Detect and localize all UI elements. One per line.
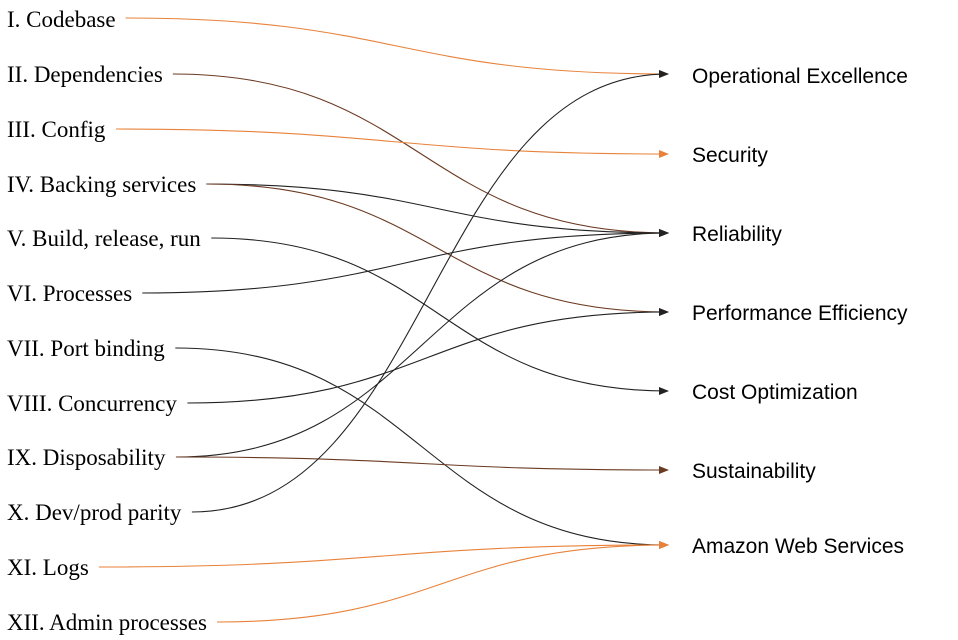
- factor-label-concurrency: VIII. Concurrency: [7, 391, 177, 416]
- factor-label-codebase: I. Codebase: [7, 7, 116, 32]
- pillar-label-operational-excellence: Operational Excellence: [692, 65, 908, 88]
- pillar-label-security: Security: [692, 144, 768, 167]
- connector-processes-to-reliability: [142, 229, 669, 294]
- connector-backing-services-to-reliability: [206, 183, 669, 237]
- factor-label-logs: XI. Logs: [7, 555, 89, 580]
- factor-label-processes: VI. Processes: [7, 281, 132, 306]
- connector-backing-services-to-performance-efficiency: [206, 183, 669, 316]
- factor-label-backing-services: IV. Backing services: [7, 172, 196, 197]
- connector-dev-prod-parity-to-operational-excellence: [191, 70, 669, 513]
- connector-disposability-to-reliability: [175, 229, 669, 458]
- pillar-label-cost-optimization: Cost Optimization: [692, 381, 858, 404]
- factor-label-dev-prod-parity: X. Dev/prod parity: [7, 500, 182, 525]
- connector-codebase-to-operational-excellence: [125, 17, 669, 78]
- factor-label-port-binding: VII. Port binding: [7, 336, 165, 361]
- connector-config-to-security: [115, 128, 669, 158]
- pillar-label-sustainability: Sustainability: [692, 460, 816, 483]
- pillar-label-amazon-web-services: Amazon Web Services: [692, 535, 904, 558]
- connector-port-binding-to-amazon-web-services: [175, 347, 669, 549]
- factor-label-dependencies: II. Dependencies: [7, 62, 163, 87]
- connector-concurrency-to-performance-efficiency: [187, 308, 669, 404]
- pillar-label-reliability: Reliability: [692, 223, 782, 246]
- connector-dependencies-to-reliability: [172, 73, 669, 237]
- connector-admin-processes-to-amazon-web-services: [216, 541, 669, 623]
- factor-label-disposability: IX. Disposability: [7, 445, 166, 470]
- connector-logs-to-amazon-web-services: [98, 541, 669, 568]
- factor-label-build-release-run: V. Build, release, run: [7, 226, 201, 251]
- factor-label-config: III. Config: [7, 117, 106, 142]
- pillar-label-performance-efficiency: Performance Efficiency: [692, 302, 908, 325]
- factor-list: I. Codebase II. Dependencies III. Config…: [7, 7, 207, 635]
- connections-layer: [98, 17, 669, 623]
- connector-disposability-to-sustainability: [175, 456, 669, 474]
- pillar-list: Operational Excellence Security Reliabil…: [692, 65, 908, 558]
- factor-label-admin-processes: XII. Admin processes: [7, 610, 207, 635]
- connector-build-release-run-to-cost-optimization: [211, 237, 669, 395]
